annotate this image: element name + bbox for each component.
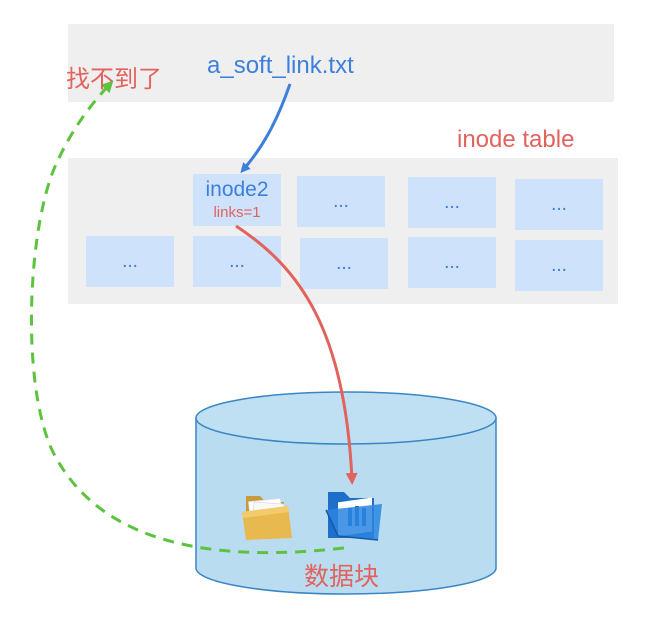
inode-cell-placeholder: ... bbox=[229, 251, 245, 272]
inode-cell: ... bbox=[408, 177, 496, 228]
inode-cell: ... bbox=[193, 236, 281, 287]
inode-cell-placeholder: ... bbox=[551, 194, 567, 215]
inode-cell: ... bbox=[515, 179, 603, 230]
inode-table-label: inode table bbox=[457, 126, 575, 153]
data-block-label: 数据块 bbox=[304, 562, 380, 591]
inode-cell-placeholder: ... bbox=[444, 192, 460, 213]
inode-cell-placeholder: ... bbox=[336, 253, 352, 274]
inode-cell-placeholder: ... bbox=[551, 255, 567, 276]
inode2-cell: inode2 links=1 bbox=[193, 174, 281, 226]
inode-cell: ... bbox=[408, 237, 496, 288]
folder-icon bbox=[242, 496, 292, 540]
open-folder-icon bbox=[325, 492, 382, 541]
blue-link-arrow bbox=[240, 83, 292, 174]
inode-cell: ... bbox=[297, 176, 385, 227]
inode-cell-placeholder: ... bbox=[444, 252, 460, 273]
inode2-links: links=1 bbox=[213, 204, 261, 221]
inode-cell: ... bbox=[86, 236, 174, 287]
inode-cell-placeholder: ... bbox=[333, 191, 349, 212]
red-data-arrow bbox=[235, 224, 358, 485]
inode-cell: ... bbox=[300, 238, 388, 289]
not-found-label: 找不到了 bbox=[66, 65, 162, 93]
inode2-name: inode2 bbox=[205, 178, 269, 201]
filename-label: a_soft_link.txt bbox=[207, 52, 354, 79]
directory-panel bbox=[68, 24, 614, 102]
inode-cell: ... bbox=[515, 240, 603, 291]
inode-cell-placeholder: ... bbox=[122, 251, 138, 272]
